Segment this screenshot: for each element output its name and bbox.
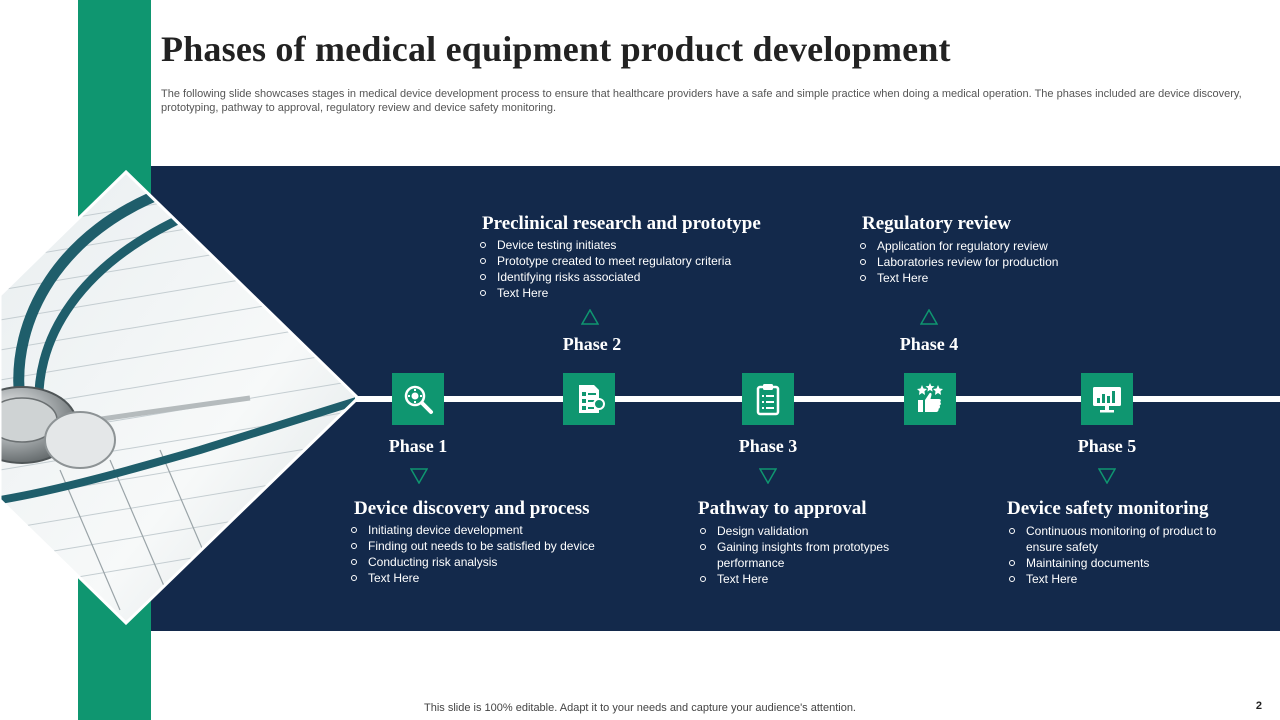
down-triangle-icon — [759, 468, 777, 484]
phase-5-label: Phase 5 — [1077, 436, 1137, 456]
phase-1-icon-box — [392, 373, 444, 425]
phase-1-title: Device discovery and process — [354, 498, 590, 519]
phase-2-bullets: Device testing initiates Prototype creat… — [479, 237, 799, 301]
stethoscope-photo — [0, 170, 360, 625]
list-item: Text Here — [350, 570, 650, 586]
list-item: Text Here — [1008, 571, 1248, 587]
list-item: Text Here — [699, 571, 914, 587]
phase-3-label: Phase 3 — [738, 436, 798, 456]
page-number: 2 — [1255, 700, 1262, 712]
clipboard-check-icon — [756, 384, 780, 416]
list-item: Finding out needs to be satisfied by dev… — [350, 538, 650, 554]
list-item: Gaining insights from prototypes perform… — [699, 539, 914, 571]
monitor-chart-icon — [1093, 387, 1121, 413]
search-gear-icon — [404, 385, 433, 414]
thumbs-up-stars-icon — [917, 383, 943, 412]
phase-5-title: Device safety monitoring — [1007, 498, 1209, 519]
list-item: Application for regulatory review — [859, 238, 1119, 254]
phase-3-title: Pathway to approval — [698, 498, 867, 519]
list-item: Maintaining documents — [1008, 555, 1248, 571]
phase-2-title: Preclinical research and prototype — [482, 213, 761, 234]
slide-title: Phases of medical equipment product deve… — [161, 29, 951, 69]
list-item: Initiating device development — [350, 522, 650, 538]
phase-3-bullets: Design validation Gaining insights from … — [699, 523, 914, 587]
list-item: Device testing initiates — [479, 237, 799, 253]
phase-3-icon-box — [742, 373, 794, 425]
list-item: Text Here — [859, 270, 1119, 286]
list-item: Prototype created to meet regulatory cri… — [479, 253, 799, 269]
phase-2-label: Phase 2 — [562, 334, 622, 354]
phase-1-bullets: Initiating device development Finding ou… — [350, 522, 650, 586]
slide-subtitle: The following slide showcases stages in … — [161, 88, 1242, 114]
list-item: Continuous monitoring of product to ensu… — [1008, 523, 1248, 555]
list-item: Design validation — [699, 523, 914, 539]
up-triangle-icon — [581, 309, 599, 325]
list-item: Laboratories review for production — [859, 254, 1119, 270]
up-triangle-icon — [920, 309, 938, 325]
slide-footer: This slide is 100% editable. Adapt it to… — [424, 702, 856, 714]
document-checklist-icon — [579, 385, 605, 413]
list-item: Text Here — [479, 285, 799, 301]
down-triangle-icon — [410, 468, 428, 484]
phase-2-icon-box — [563, 373, 615, 425]
phase-4-title: Regulatory review — [862, 213, 1011, 234]
timeline-line — [355, 396, 1280, 402]
down-triangle-icon — [1098, 468, 1116, 484]
phase-5-icon-box — [1081, 373, 1133, 425]
list-item: Identifying risks associated — [479, 269, 799, 285]
phase-4-label: Phase 4 — [899, 334, 959, 354]
phase-1-label: Phase 1 — [388, 436, 448, 456]
phase-4-icon-box — [904, 373, 956, 425]
list-item: Conducting risk analysis — [350, 554, 650, 570]
phase-5-bullets: Continuous monitoring of product to ensu… — [1008, 523, 1248, 587]
phase-4-bullets: Application for regulatory review Labora… — [859, 238, 1119, 286]
